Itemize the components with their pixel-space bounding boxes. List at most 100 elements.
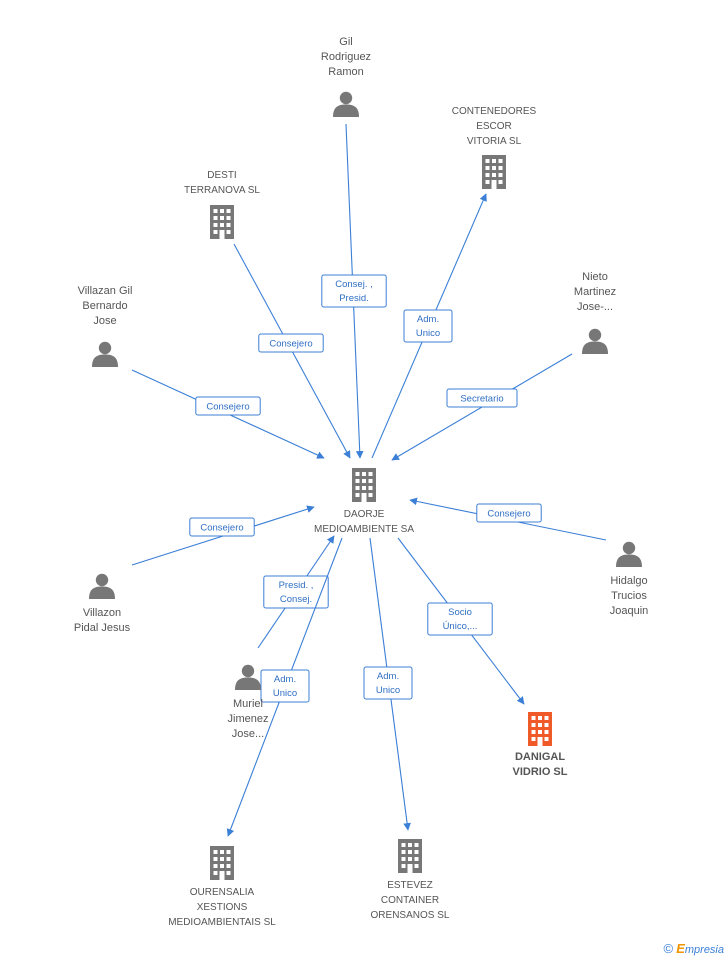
node-label-line: Martinez — [574, 286, 616, 298]
node-nieto[interactable]: NietoMartinezJose-... — [574, 271, 616, 354]
edge-villazon: Consejero — [131, 505, 315, 566]
edge-role-label[interactable]: Presid. , Consej. — [263, 575, 329, 609]
node-label-line: VIDRIO SL — [512, 766, 567, 778]
node-label-line: MEDIOAMBIENTE SA — [314, 524, 414, 535]
nodes-layer: DAORJE MEDIOAMBIENTE SA GilRodriguezRamonC… — [74, 36, 648, 928]
edge-nieto: Secretario — [391, 353, 573, 461]
edge-label-text: Unico — [416, 328, 440, 339]
node-label-line: MEDIOAMBIENTAIS SL — [168, 917, 276, 928]
person-icon — [92, 341, 118, 367]
empresia-footer[interactable]: © Empresia — [664, 941, 724, 956]
building-icon — [352, 468, 376, 502]
node-label-line: ESCOR — [476, 121, 512, 132]
node-label-line: Bernardo — [82, 300, 127, 312]
edge-label-box — [260, 669, 310, 703]
edge-label-text: Consej. , — [335, 279, 373, 290]
edge-label-box — [189, 517, 255, 537]
edges-layer: Consej. ,Presid.Adm.UnicoConsejeroConsej… — [131, 123, 607, 837]
edge-label-box — [321, 274, 387, 308]
edge-role-label[interactable]: Consejero — [195, 396, 261, 416]
edge-contenedores: Adm.Unico — [371, 193, 487, 459]
edge-role-label[interactable]: Secretario — [446, 388, 518, 408]
node-label-line: CONTENEDORES — [452, 106, 537, 117]
node-label-line: Villazon — [83, 607, 121, 619]
node-label-line: Muriel — [233, 698, 263, 710]
brand-rest: mpresia — [684, 944, 724, 956]
edge-label-text: Unico — [273, 688, 297, 699]
edge-role-label[interactable]: Adm. Unico — [363, 666, 413, 700]
edge-label-text: Consejero — [206, 402, 249, 413]
person-icon — [616, 541, 642, 567]
edge-label-text: Consej. — [280, 594, 312, 605]
edge-role-label[interactable]: Consejero — [258, 333, 324, 353]
node-label-line: Villazan Gil — [78, 285, 133, 297]
node-label-line: OURENSALIA — [190, 887, 255, 898]
node-label-line: Pidal Jesus — [74, 622, 131, 634]
node-label-line: Ramon — [328, 66, 363, 78]
person-icon — [333, 91, 359, 117]
building-icon — [528, 712, 552, 746]
edge-muriel: Presid. , Consej. — [257, 535, 335, 649]
edge-role-label[interactable]: Adm. Unico — [260, 669, 310, 703]
node-label-line: Gil — [339, 36, 352, 48]
edge-gil: Consej. , Presid. — [321, 123, 387, 459]
edge-desti: Consejero — [233, 243, 351, 459]
node-label-line: Nieto — [582, 271, 608, 283]
edge-role-label[interactable]: SocioÚnico,... — [427, 602, 493, 636]
edge-label-text: Adm. — [377, 671, 399, 682]
edge-role-label[interactable]: Consej. , Presid. — [321, 274, 387, 308]
edge-label-box — [195, 396, 261, 416]
person-icon — [235, 664, 261, 690]
edge-label-text: Consejero — [269, 339, 312, 350]
edge-label-text: Único,... — [443, 621, 478, 632]
node-label-line: Trucios — [611, 590, 647, 602]
edge-label-text: Presid. , — [279, 580, 314, 591]
edge-ourensalia: Adm. Unico — [226, 537, 343, 837]
copyright-symbol: © — [663, 941, 674, 956]
edge-villazangil: Consejero — [131, 369, 325, 459]
node-daorje[interactable]: DAORJE MEDIOAMBIENTE SA — [314, 468, 414, 535]
building-icon — [210, 846, 234, 880]
edge-label-box — [263, 575, 329, 609]
edge-role-label[interactable]: Adm.Unico — [403, 309, 453, 343]
building-icon — [210, 205, 234, 239]
node-label-line: Jose-... — [577, 301, 613, 313]
edge-label-box — [258, 333, 324, 353]
edge-label-box — [427, 602, 493, 636]
edge-label-box — [446, 388, 518, 408]
node-estevez[interactable]: ESTEVEZ CONTAINER ORENSANOS SL — [371, 839, 450, 921]
node-label-line: ESTEVEZ — [387, 880, 433, 891]
edge-label-text: Unico — [376, 685, 400, 696]
node-label-line: TERRANOVA SL — [184, 185, 260, 196]
edge-role-label[interactable]: Consejero — [189, 517, 255, 537]
node-label-line: CONTAINER — [381, 895, 439, 906]
node-label-line: Jose... — [232, 728, 264, 740]
node-label-line: Jose — [93, 315, 116, 327]
person-icon — [89, 573, 115, 599]
edge-label-text: Presid. — [339, 293, 369, 304]
person-icon — [582, 328, 608, 354]
edge-label-text: Adm. — [274, 674, 296, 685]
node-label-line: ORENSANOS SL — [371, 910, 450, 921]
node-label-line: Joaquin — [610, 605, 649, 617]
node-contenedores[interactable]: CONTENEDORES ESCOR VITORIA SL — [452, 106, 537, 189]
edge-label-text: Secretario — [460, 394, 503, 405]
node-label-line: DAORJE — [344, 509, 385, 520]
brand-initial: E — [676, 941, 685, 956]
edge-label-box — [476, 503, 542, 523]
edge-role-label[interactable]: Consejero — [476, 503, 542, 523]
edge-label-text: Consejero — [200, 523, 243, 534]
node-muriel[interactable]: MurielJimenezJose... — [228, 664, 269, 740]
building-icon — [482, 155, 506, 189]
node-label-line: Rodriguez — [321, 51, 371, 63]
node-label-line: Hidalgo — [610, 575, 647, 587]
node-label-line: VITORIA SL — [467, 136, 522, 147]
